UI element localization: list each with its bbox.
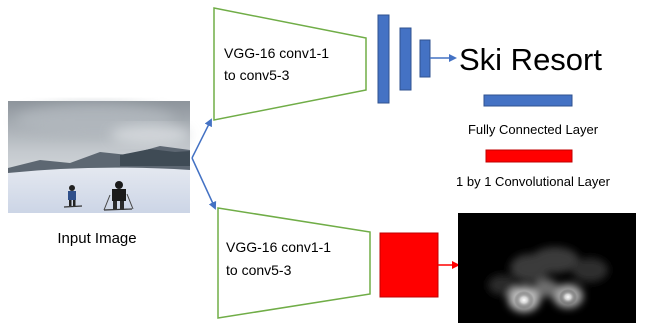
branch-connector-top: [191, 118, 212, 159]
branch-connector-bottom: [191, 157, 217, 210]
encoder-bottom-label-line1: VGG-16 conv1-1: [226, 239, 331, 255]
fc-layer-1: [377, 14, 390, 104]
legend-fc-swatch: [483, 94, 573, 107]
output-heatmap: [458, 213, 636, 323]
encoder-top: [213, 7, 367, 121]
encoder-top-label-line2: to conv5-3: [224, 67, 290, 83]
legend: Fully Connected Layer 1 by 1 Convolution…: [456, 94, 611, 189]
legend-conv-swatch: [485, 149, 573, 163]
encoder-bottom: [217, 207, 371, 319]
encoder-bottom-label-line2: to conv5-3: [226, 262, 292, 278]
encoder-top-label-line1: VGG-16 conv1-1: [224, 45, 329, 61]
fully-connected-stack: [377, 14, 431, 104]
input-image-label: Input Image: [57, 230, 136, 247]
legend-conv-label: 1 by 1 Convolutional Layer: [456, 174, 611, 189]
fc-layer-2: [399, 27, 412, 91]
prediction-label: Ski Resort: [459, 42, 602, 77]
input-image: [8, 101, 190, 213]
legend-fc-label: Fully Connected Layer: [468, 122, 599, 137]
fc-layer-3: [419, 39, 431, 78]
conv-1x1-layer: [379, 232, 439, 298]
